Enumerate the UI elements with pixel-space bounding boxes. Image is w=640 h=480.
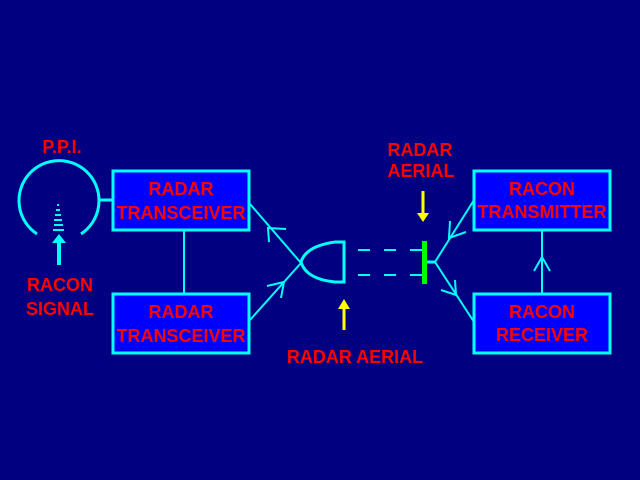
ppi-display-icon: [17, 159, 101, 236]
svg-text:RADAR: RADAR: [149, 302, 214, 322]
racon-receiver-box: RACON RECEIVER: [472, 292, 612, 355]
radar-aerial-dish-icon: [299, 240, 346, 284]
svg-text:TRANSCEIVER: TRANSCEIVER: [116, 203, 245, 223]
radar-aerial-bottom-label: RADAR AERIAL: [287, 347, 423, 367]
racon-signal-label-line1: RACON: [27, 275, 93, 295]
racon-transmitter-box: RACON TRANSMITTER: [472, 169, 612, 232]
racon-link-arrow: [533, 230, 551, 293]
svg-text:TRANSCEIVER: TRANSCEIVER: [116, 326, 245, 346]
racon-signal-label-line2: SIGNAL: [26, 299, 94, 319]
svg-text:RACON: RACON: [509, 179, 575, 199]
radar-transceiver-box-2: RADAR TRANSCEIVER: [111, 292, 251, 355]
svg-text:TRANSMITTER: TRANSMITTER: [478, 202, 607, 222]
radar-aerial-bottom-pointer-icon: [338, 299, 350, 330]
svg-text:RECEIVER: RECEIVER: [496, 325, 588, 345]
radar-aerial-top-pointer-icon: [417, 191, 429, 222]
radar-aerial-top-label-line2: AERIAL: [388, 161, 455, 181]
beam-dashes: [346, 249, 422, 276]
racon-aerial-icon: [422, 241, 427, 284]
ppi-label: P.P.I.: [42, 137, 81, 157]
svg-text:RADAR: RADAR: [149, 179, 214, 199]
svg-text:RACON: RACON: [509, 302, 575, 322]
radar-transceiver-box-1: RADAR TRANSCEIVER: [111, 169, 251, 232]
racon-signal-marks: [53, 204, 64, 231]
radar-aerial-top-label-line1: RADAR: [388, 140, 453, 160]
signal-paths-left: [249, 203, 302, 321]
racon-signal-arrow-icon: [52, 234, 66, 265]
signal-paths-right: [434, 199, 475, 323]
